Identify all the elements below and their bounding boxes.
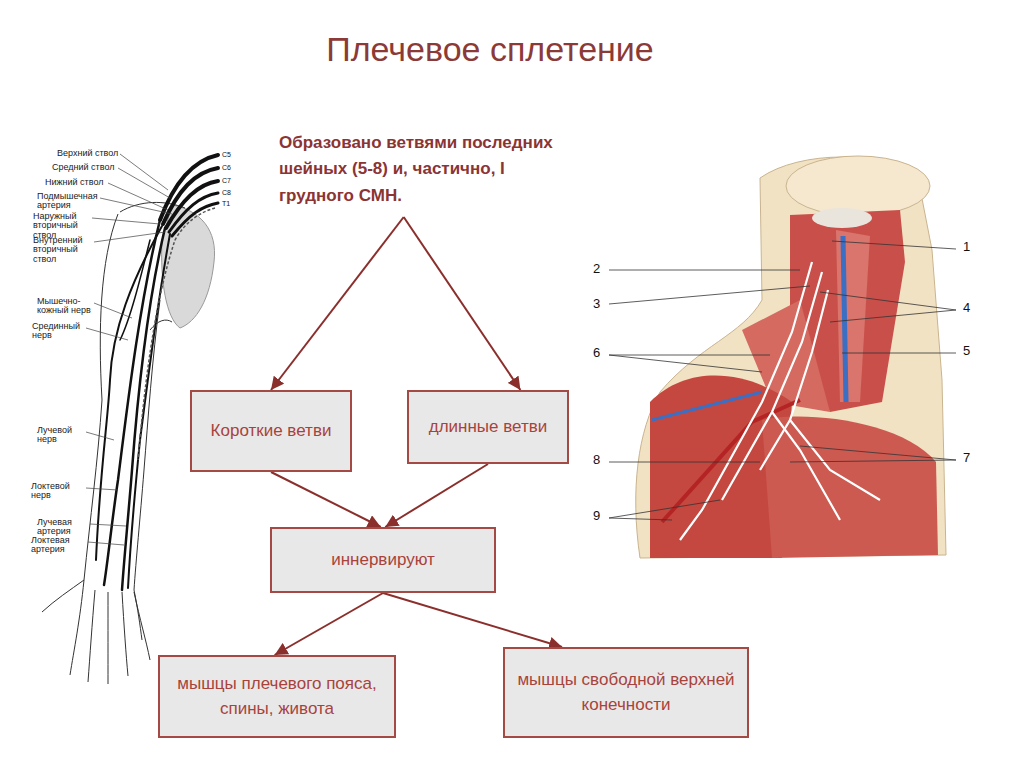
pectoral-muscle bbox=[762, 416, 938, 558]
process-box: длинные ветви bbox=[407, 390, 569, 464]
part-label: Срединный нерв bbox=[32, 322, 84, 341]
leader-line bbox=[609, 286, 810, 304]
artery bbox=[662, 400, 800, 522]
callout-number: 5 bbox=[963, 344, 979, 358]
nerves bbox=[680, 262, 880, 540]
part-label: Внутренний вторичный ствол bbox=[33, 236, 91, 264]
diagram-title: Плечевое сплетение bbox=[240, 30, 740, 69]
node-text: длинные ветви bbox=[429, 415, 548, 440]
leader-line bbox=[92, 218, 160, 224]
process-box: иннервируют bbox=[270, 527, 496, 593]
nerve bbox=[772, 412, 840, 520]
neck-shoulder-figure bbox=[636, 156, 946, 558]
leader-lines bbox=[86, 154, 172, 545]
leader-line bbox=[609, 500, 720, 520]
sternocleidomastoid bbox=[836, 230, 870, 402]
nerve-line bbox=[128, 234, 170, 588]
leader-line bbox=[790, 446, 956, 462]
callout-number: 7 bbox=[963, 451, 979, 465]
leader-line bbox=[120, 154, 168, 190]
node-text: мышцы свободной верхней конечности bbox=[517, 668, 735, 717]
flow-arrow bbox=[271, 472, 381, 527]
node-text: Образовано ветвями последних шейных (5-8… bbox=[279, 130, 557, 209]
leader-line bbox=[100, 198, 172, 214]
nerve bbox=[790, 420, 880, 500]
node-text: Короткие ветви bbox=[211, 419, 332, 444]
bone-shape bbox=[812, 208, 872, 228]
root-label: C6 bbox=[222, 164, 242, 171]
vein bbox=[843, 236, 846, 402]
part-label: Верхний ствол bbox=[57, 149, 127, 158]
leader-line bbox=[609, 355, 770, 372]
leader-line bbox=[609, 270, 800, 271]
nerve-line bbox=[120, 240, 150, 340]
leader-line bbox=[820, 292, 956, 322]
leader-line bbox=[88, 542, 124, 545]
vein bbox=[652, 392, 762, 420]
nerve-line bbox=[172, 203, 218, 236]
flow-arrow bbox=[385, 464, 488, 527]
flow-arrow bbox=[271, 217, 404, 390]
callout-number: 2 bbox=[593, 262, 609, 276]
leader-line bbox=[86, 432, 114, 440]
callout-number: 3 bbox=[593, 297, 609, 311]
callout-number: 6 bbox=[593, 346, 609, 360]
leader-line bbox=[118, 168, 170, 198]
process-box: Короткие ветви bbox=[190, 390, 352, 472]
part-label: Подмышечная артерия bbox=[37, 192, 97, 211]
armpit-outline bbox=[150, 320, 172, 330]
leader-line bbox=[94, 232, 165, 242]
leader-line bbox=[94, 303, 132, 318]
root-label: C8 bbox=[222, 189, 242, 196]
nerve-line bbox=[96, 226, 162, 560]
hand-fingers bbox=[70, 580, 150, 684]
leader-line bbox=[86, 488, 118, 490]
callout-leaders bbox=[609, 241, 956, 520]
flow-arrow bbox=[404, 217, 521, 390]
leader-line bbox=[609, 462, 760, 463]
chin-shape bbox=[786, 156, 930, 216]
part-label: Нижний ствол bbox=[45, 178, 115, 187]
root-label: C7 bbox=[222, 177, 242, 184]
flow-arrow bbox=[383, 593, 562, 647]
leader-line bbox=[832, 241, 956, 249]
part-label: Локтевой нерв bbox=[31, 482, 83, 501]
part-label: Локтевая артерия bbox=[31, 536, 87, 555]
nerve bbox=[722, 272, 822, 500]
callout-number: 1 bbox=[963, 240, 979, 254]
leader-line bbox=[86, 328, 128, 340]
node-text: иннервируют bbox=[331, 548, 435, 573]
leader-line bbox=[108, 183, 168, 210]
part-label: Лучевой нерв bbox=[37, 426, 85, 445]
flow-arrow bbox=[275, 593, 383, 655]
callout-number: 8 bbox=[593, 453, 609, 467]
arm-figure bbox=[42, 202, 215, 684]
root-label: T1 bbox=[222, 200, 242, 207]
part-label: Мышечно-кожный нерв bbox=[37, 297, 92, 316]
callout-number: 9 bbox=[593, 509, 609, 523]
source-note: Образовано ветвями последних шейных (5-8… bbox=[275, 122, 561, 217]
leader-line bbox=[842, 353, 956, 354]
leader-line bbox=[90, 524, 126, 526]
process-box: мышцы плечевого пояса, спины, живота bbox=[158, 655, 396, 738]
process-box: мышцы свободной верхней конечности bbox=[503, 647, 749, 738]
node-text: мышцы плечевого пояса, спины, живота bbox=[172, 672, 382, 721]
skin-outline bbox=[636, 157, 946, 558]
part-label: Лучевая артерия bbox=[37, 518, 89, 537]
callout-number: 4 bbox=[963, 301, 979, 315]
root-label: C5 bbox=[222, 151, 242, 158]
nerve bbox=[680, 262, 812, 540]
part-label: Средний ствол bbox=[52, 163, 122, 172]
